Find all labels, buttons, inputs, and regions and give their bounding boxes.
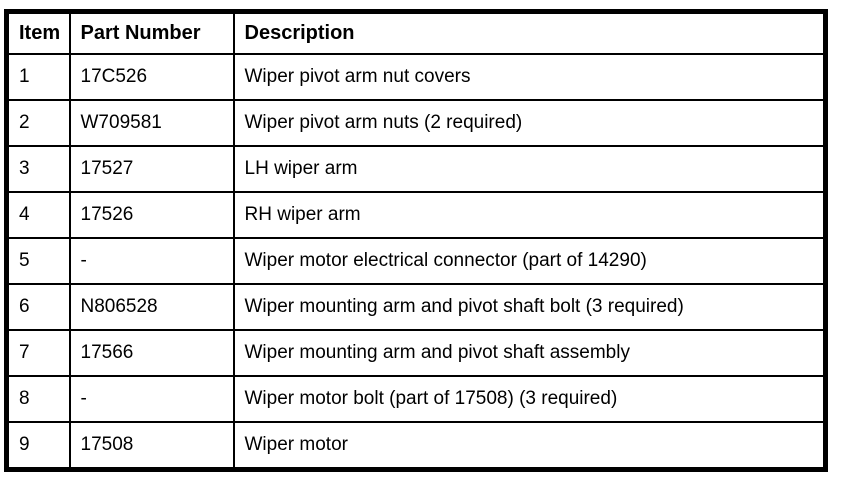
item-cell: 5	[5, 237, 71, 285]
item-cell: 6	[5, 283, 71, 331]
parts-table-container: Item Part Number Description 1 17C526 Wi…	[4, 9, 828, 472]
item-cell: 3	[5, 145, 71, 193]
column-header-description: Description	[232, 10, 827, 55]
table-row: 2 W709581 Wiper pivot arm nuts (2 requir…	[5, 99, 827, 147]
description-cell: Wiper pivot arm nuts (2 required)	[232, 99, 827, 147]
item-cell: 8	[5, 375, 71, 423]
parts-table: Item Part Number Description 1 17C526 Wi…	[4, 9, 828, 472]
description-cell: Wiper motor	[232, 421, 827, 471]
part-number-cell: N806528	[68, 283, 235, 331]
parts-table-header: Item Part Number Description	[5, 10, 827, 55]
item-cell: 4	[5, 191, 71, 239]
description-cell: Wiper mounting arm and pivot shaft bolt …	[232, 283, 827, 331]
part-number-cell: 17527	[68, 145, 235, 193]
item-cell: 7	[5, 329, 71, 377]
description-cell: Wiper motor electrical connector (part o…	[232, 237, 827, 285]
description-cell: Wiper motor bolt (part of 17508) (3 requ…	[232, 375, 827, 423]
item-cell: 9	[5, 421, 71, 471]
parts-table-body: 1 17C526 Wiper pivot arm nut covers 2 W7…	[5, 53, 827, 471]
table-row: 6 N806528 Wiper mounting arm and pivot s…	[5, 283, 827, 331]
table-row: 3 17527 LH wiper arm	[5, 145, 827, 193]
part-number-cell: 17C526	[68, 53, 235, 101]
part-number-cell: 17508	[68, 421, 235, 471]
table-row: 4 17526 RH wiper arm	[5, 191, 827, 239]
column-header-item: Item	[5, 10, 71, 55]
part-number-cell: 17566	[68, 329, 235, 377]
table-row: 9 17508 Wiper motor	[5, 421, 827, 471]
item-cell: 2	[5, 99, 71, 147]
item-cell: 1	[5, 53, 71, 101]
part-number-cell: W709581	[68, 99, 235, 147]
header-row: Item Part Number Description	[5, 10, 827, 55]
description-cell: Wiper pivot arm nut covers	[232, 53, 827, 101]
description-cell: Wiper mounting arm and pivot shaft assem…	[232, 329, 827, 377]
part-number-cell: -	[68, 375, 235, 423]
table-row: 8 - Wiper motor bolt (part of 17508) (3 …	[5, 375, 827, 423]
table-row: 7 17566 Wiper mounting arm and pivot sha…	[5, 329, 827, 377]
column-header-part-number: Part Number	[68, 10, 235, 55]
description-cell: RH wiper arm	[232, 191, 827, 239]
table-row: 5 - Wiper motor electrical connector (pa…	[5, 237, 827, 285]
part-number-cell: 17526	[68, 191, 235, 239]
table-row: 1 17C526 Wiper pivot arm nut covers	[5, 53, 827, 101]
description-cell: LH wiper arm	[232, 145, 827, 193]
part-number-cell: -	[68, 237, 235, 285]
